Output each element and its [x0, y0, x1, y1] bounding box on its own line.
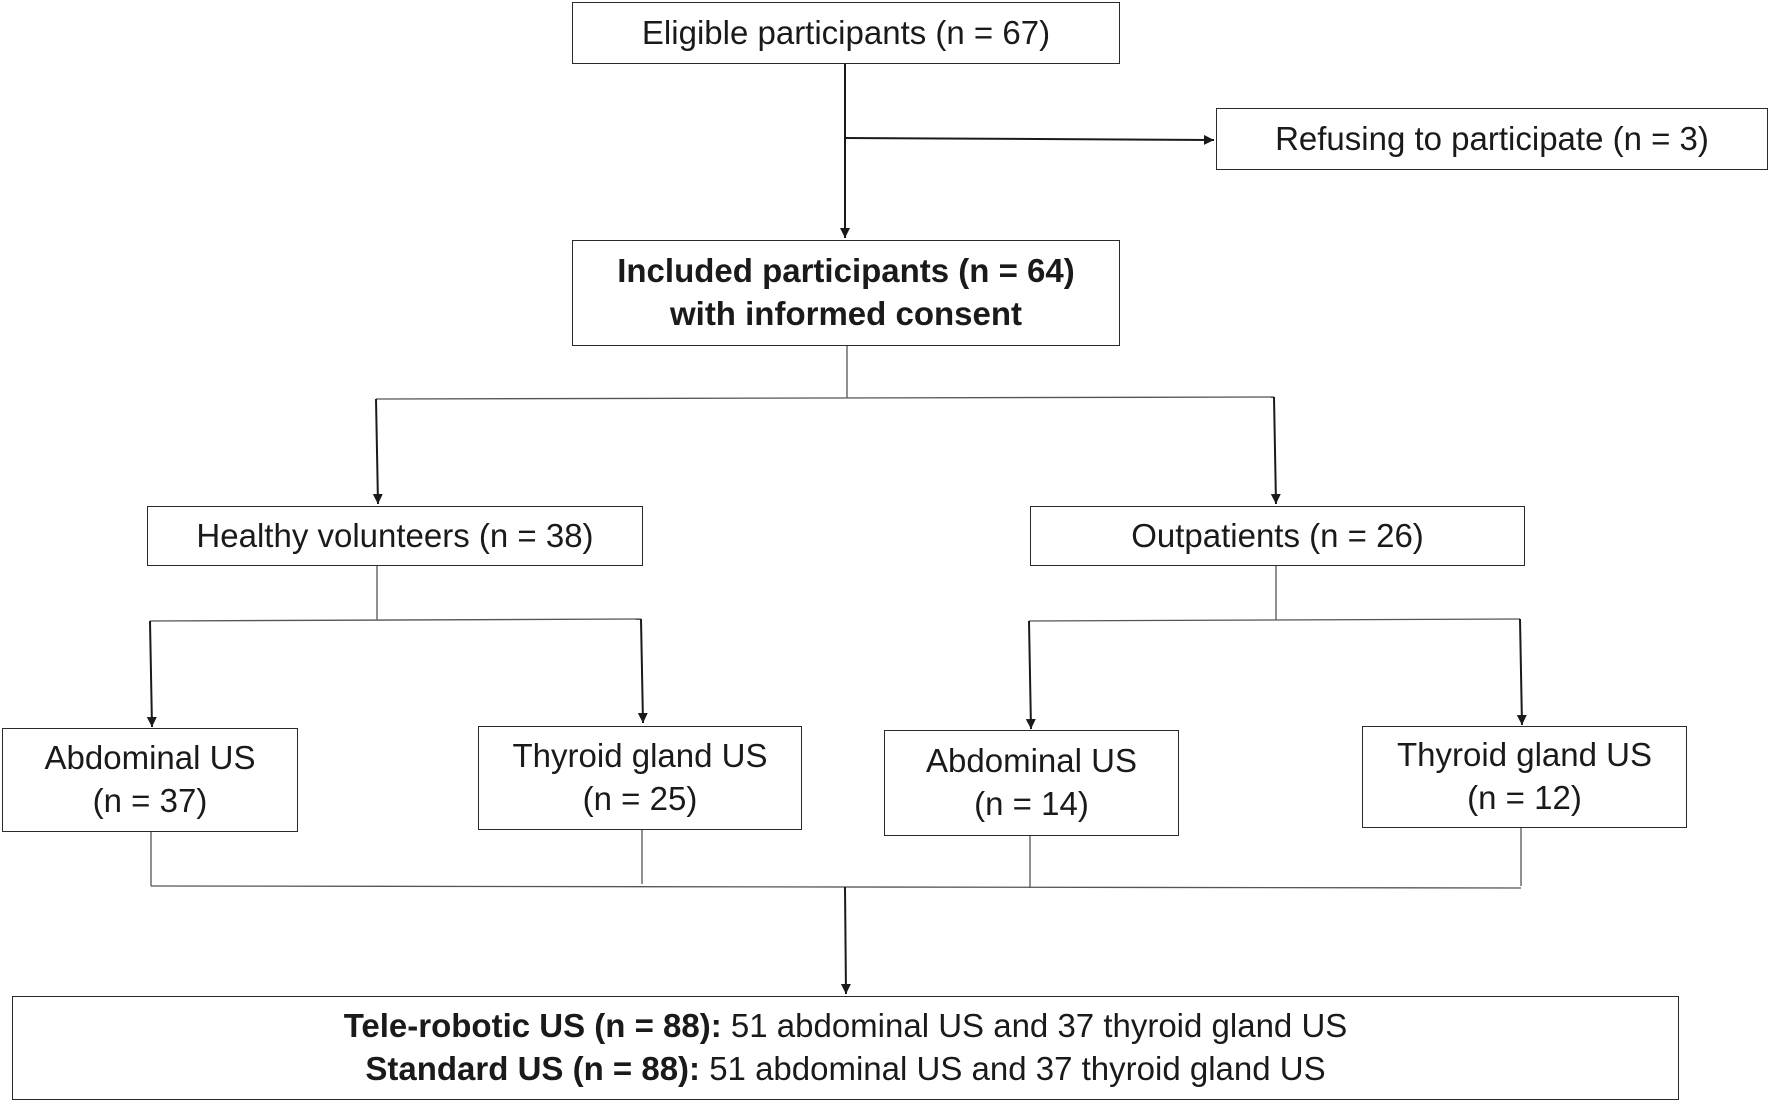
outpatient-thyroid-us-line1: Thyroid gland US — [1397, 736, 1652, 774]
healthy-thyroid-us-box: Thyroid gland US (n = 25) — [478, 726, 802, 830]
arrow-to-summary — [840, 886, 851, 995]
healthy-thyroid-us-line2: (n = 25) — [582, 780, 698, 817]
arrow-to-refusing — [844, 134, 1215, 145]
outpatient-abdominal-us-line1: Abdominal US — [926, 742, 1137, 780]
standard-us-detail: 51 abdominal US and 37 thyroid gland US — [700, 1050, 1326, 1087]
arrow-to-healthy-thyroid — [637, 618, 648, 724]
outpatients-split-bar — [1028, 618, 1521, 622]
outpatient-thyroid-us-line2: (n = 12) — [1467, 779, 1582, 816]
arrow-to-healthy-abdominal — [146, 620, 157, 728]
outpatient-thyroid-us-box: Thyroid gland US (n = 12) — [1362, 726, 1687, 828]
outpatient-abdominal-us-box: Abdominal US (n = 14) — [884, 730, 1179, 836]
healthy-volunteers-text: Healthy volunteers (n = 38) — [196, 516, 594, 554]
merge-bar — [150, 885, 1522, 889]
eligible-participants-text: Eligible participants (n = 67) — [641, 13, 1051, 51]
summary-telerobotic-line: Tele-robotic US (n = 88): 51 abdominal U… — [344, 1005, 1348, 1048]
refusing-participants-box: Refusing to participate (n = 3) — [1216, 108, 1768, 170]
included-participants-box: Included participants (n = 64) with info… — [572, 240, 1120, 346]
included-participants-line1: Included participants (n = 64) — [617, 252, 1075, 290]
arrow-to-outpatients — [1270, 396, 1281, 505]
summary-standard-line: Standard US (n = 88): 51 abdominal US an… — [365, 1048, 1325, 1091]
arrow-to-healthy — [372, 398, 383, 505]
healthy-split-bar — [149, 618, 642, 622]
telerobotic-us-label: Tele-robotic US (n = 88): — [343, 1007, 722, 1045]
healthy-abdominal-us-line2: (n = 37) — [92, 782, 208, 819]
telerobotic-us-detail: 51 abdominal US and 37 thyroid gland US — [721, 1007, 1348, 1045]
eligible-participants-box: Eligible participants (n = 67) — [572, 2, 1120, 64]
healthy-abdominal-us-line1: Abdominal US — [44, 739, 256, 777]
arrow-to-outpatient-thyroid — [1516, 618, 1527, 726]
included-participants-line2: with informed consent — [669, 295, 1022, 332]
refusing-participants-text: Refusing to participate (n = 3) — [1275, 119, 1709, 157]
summary-box: Tele-robotic US (n = 88): 51 abdominal U… — [12, 996, 1679, 1100]
included-split-bar — [375, 396, 1275, 400]
healthy-volunteers-box: Healthy volunteers (n = 38) — [147, 506, 643, 566]
healthy-thyroid-us-line1: Thyroid gland US — [512, 737, 768, 775]
outpatients-box: Outpatients (n = 26) — [1030, 506, 1525, 566]
outpatient-abdominal-us-line2: (n = 14) — [974, 785, 1089, 822]
arrow-to-outpatient-abdominal — [1025, 620, 1036, 730]
healthy-abdominal-us-box: Abdominal US (n = 37) — [2, 728, 298, 832]
standard-us-label: Standard US (n = 88): — [365, 1050, 701, 1087]
outpatients-text: Outpatients (n = 26) — [1131, 516, 1424, 554]
